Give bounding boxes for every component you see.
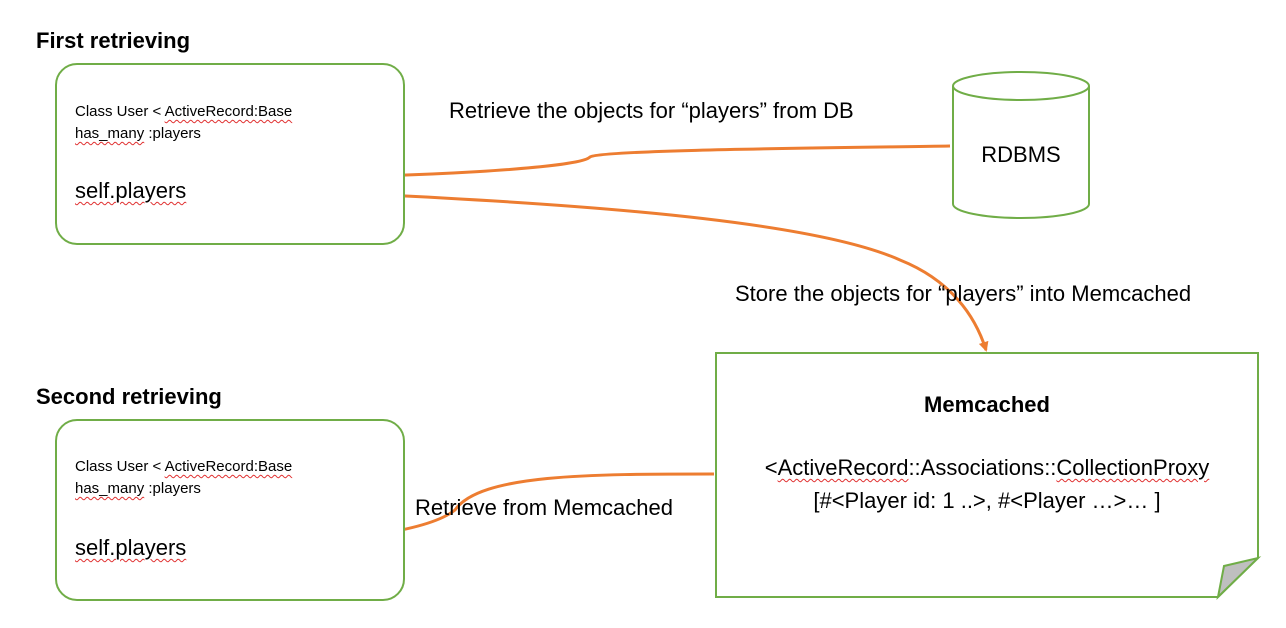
first-retrieving-heading: First retrieving bbox=[36, 28, 191, 53]
has-many-keyword: has_many bbox=[75, 480, 145, 497]
self-players-call: self.players bbox=[75, 535, 187, 560]
proxy-associations: Associations bbox=[920, 455, 1045, 480]
proxy-separator-1: :: bbox=[908, 455, 921, 480]
self-players-call: self.players bbox=[75, 178, 187, 203]
has-many-target: :players bbox=[144, 480, 201, 497]
has-many-keyword: has_many bbox=[75, 125, 145, 142]
class-base: ActiveRecord:Base bbox=[164, 103, 293, 120]
rdbms-cylinder bbox=[952, 71, 1090, 219]
second-retrieving-heading: Second retrieving bbox=[36, 384, 222, 409]
arrow-store-memcached bbox=[229, 186, 989, 352]
memcached-title: Memcached bbox=[924, 392, 1050, 417]
proxy-collectionproxy: CollectionProxy bbox=[1056, 455, 1210, 480]
class-declaration-line: Class User < ActiveRecord:Base bbox=[75, 456, 292, 477]
collection-proxy-line: <ActiveRecord::Associations::CollectionP… bbox=[716, 455, 1258, 481]
second-user-class-box: Class User < ActiveRecord:Base has_many … bbox=[55, 419, 405, 601]
class-declaration-line: Class User < ActiveRecord:Base bbox=[75, 101, 292, 122]
proxy-separator-2: :: bbox=[1044, 455, 1057, 480]
player-list-line: [#<Player id: 1 ..>, #<Player …>… ] bbox=[813, 488, 1161, 513]
class-prefix: Class User < bbox=[75, 103, 165, 120]
store-memcached-label: Store the objects for “players” into Mem… bbox=[735, 281, 1192, 306]
first-user-class-box: Class User < ActiveRecord:Base has_many … bbox=[55, 63, 405, 245]
retrieve-db-label: Retrieve the objects for “players” from … bbox=[449, 98, 854, 123]
rdbms-label: RDBMS bbox=[981, 142, 1061, 167]
proxy-open-bracket: < bbox=[764, 455, 778, 480]
class-base: ActiveRecord:Base bbox=[164, 458, 293, 475]
proxy-activerecord: ActiveRecord bbox=[777, 455, 909, 480]
has-many-line: has_many :players bbox=[75, 123, 201, 144]
retrieve-memcached-label: Retrieve from Memcached bbox=[415, 495, 673, 520]
has-many-target: :players bbox=[144, 125, 201, 142]
class-prefix: Class User < bbox=[75, 458, 165, 475]
memcached-note-shape bbox=[715, 352, 1262, 600]
has-many-line: has_many :players bbox=[75, 478, 201, 499]
